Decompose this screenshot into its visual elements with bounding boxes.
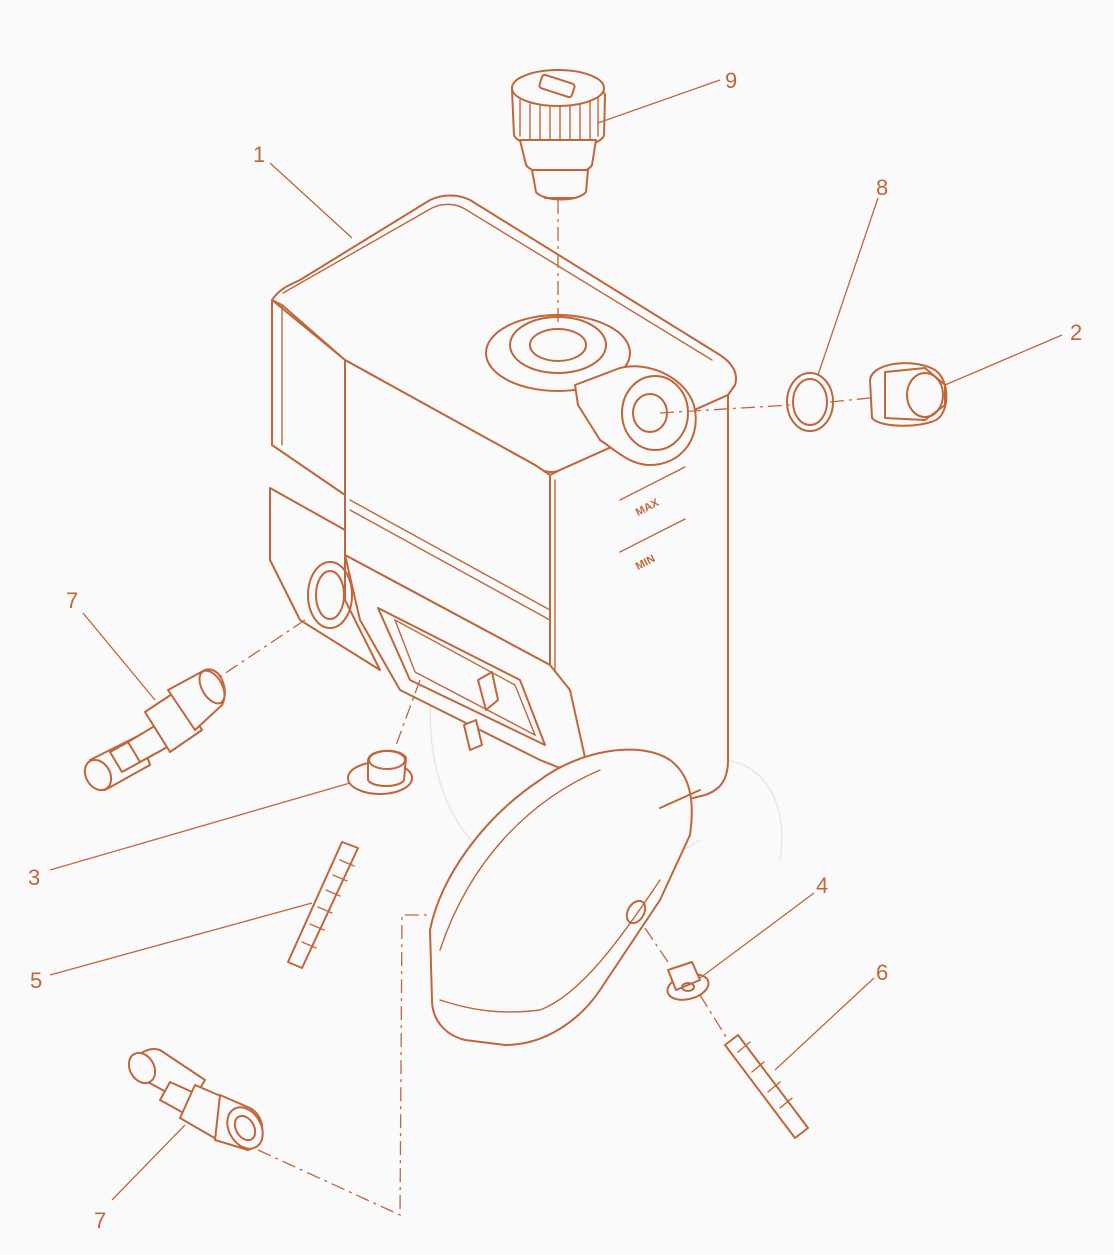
filler-cap — [511, 69, 606, 201]
callout-6: 6 — [876, 960, 888, 985]
callout-1: 1 — [253, 142, 265, 167]
callout-4: 4 — [816, 873, 828, 898]
barbed-nipple-short — [724, 1034, 809, 1139]
callout-7-upper: 7 — [66, 588, 78, 613]
callout-3: 3 — [28, 865, 40, 890]
callout-labels: 1 2 3 4 5 6 7 7 8 9 — [28, 68, 1082, 1233]
plug-nut — [869, 362, 948, 427]
callout-8: 8 — [876, 175, 888, 200]
o-ring — [786, 372, 834, 432]
callout-5: 5 — [30, 968, 42, 993]
barbed-nipple-long — [287, 841, 359, 969]
assembly-axes — [214, 200, 871, 1217]
callout-2: 2 — [1070, 320, 1082, 345]
leader-lines — [49, 79, 1063, 1201]
reservoir-tank: MAX MIN — [269, 194, 738, 1046]
hose-fitting-upper — [83, 668, 226, 792]
small-plug — [666, 961, 710, 1001]
callout-9: 9 — [725, 68, 737, 93]
callout-7-lower: 7 — [94, 1208, 106, 1233]
flange-fitting — [347, 749, 413, 795]
hose-fitting-lower — [127, 1048, 264, 1151]
